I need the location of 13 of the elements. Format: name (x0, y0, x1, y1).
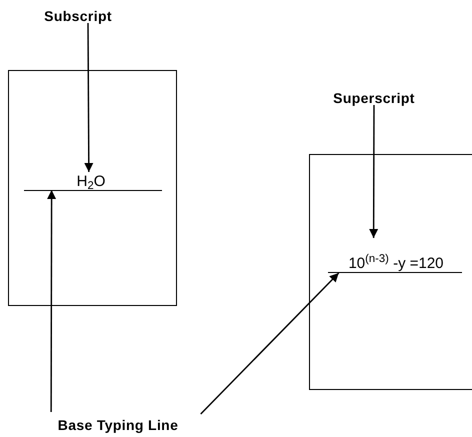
formula-text: H$_{2}$O (64, 172, 118, 189)
callout-label: Subscript (28, 5, 128, 23)
formula-text: 10$^{(n-3)}$ -y =120 (326, 238, 466, 271)
arrow (200, 272, 340, 414)
page-frame (8, 70, 177, 306)
base-typing-line (328, 272, 462, 273)
arrow (84, 23, 94, 172)
callout-label: Base Typing Line (30, 412, 206, 432)
arrow (369, 105, 378, 238)
page-frame (309, 154, 472, 390)
base-typing-line (24, 190, 162, 191)
arrow (47, 190, 56, 412)
callout-label: Superscript (316, 87, 432, 105)
